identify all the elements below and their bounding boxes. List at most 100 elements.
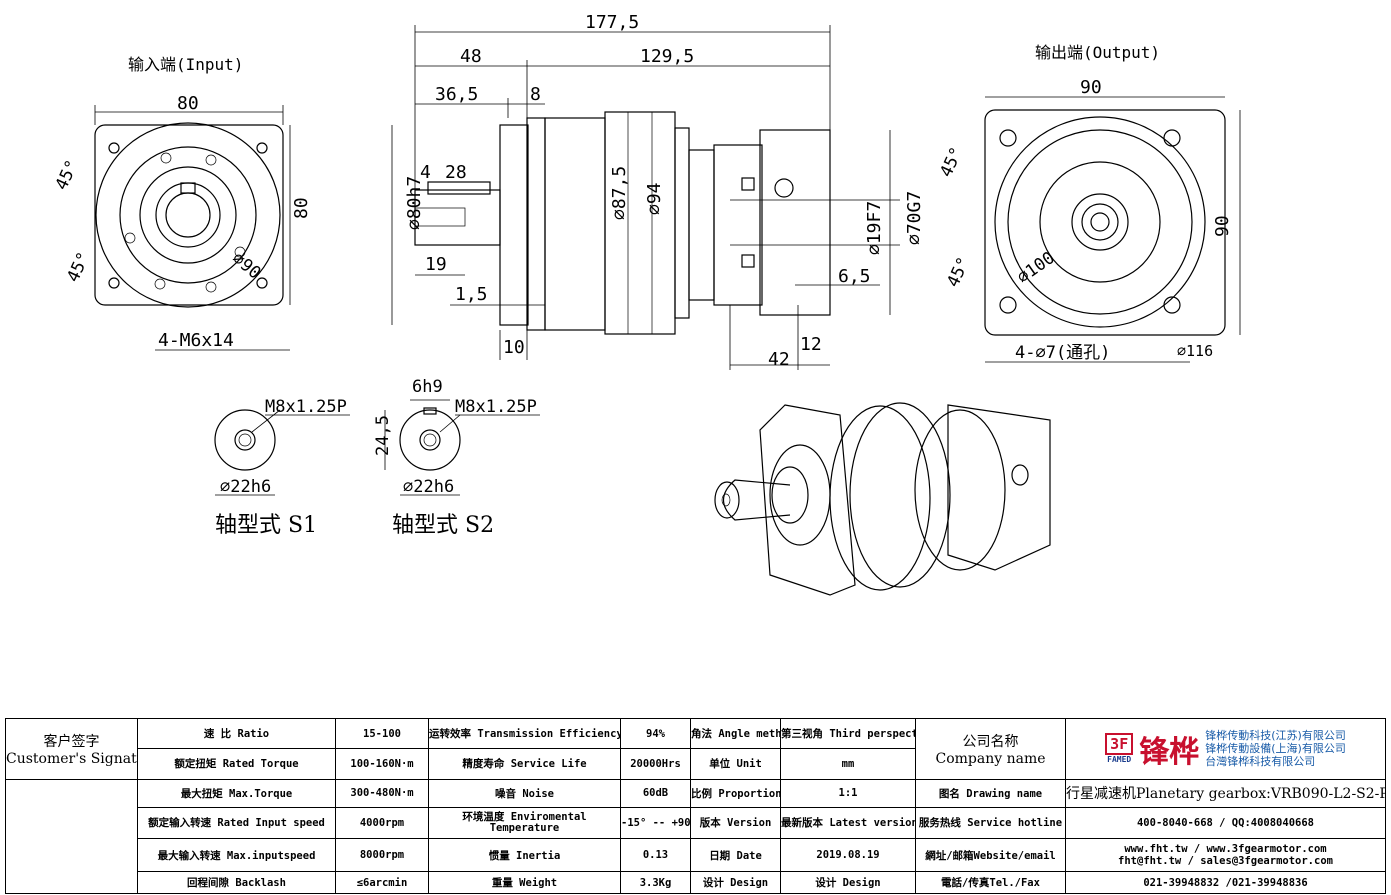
dim-42: 42: [768, 349, 790, 370]
website-link[interactable]: www.fht.tw / www.3fgearmotor.com: [1124, 843, 1327, 856]
spec-label: 回程间隙 Backlash: [137, 871, 336, 894]
dim-19f7: ⌀19F7: [864, 201, 885, 255]
meta-label: 日期 Date: [690, 837, 781, 873]
dim-12: 12: [800, 334, 822, 355]
dim-output-angle1: 45°: [936, 144, 967, 180]
dim-4: 4: [420, 162, 431, 183]
meta-label: 角法 Angle method: [690, 717, 781, 750]
s2-diameter: ⌀22h6: [403, 477, 454, 497]
meta-value: 2019.08.19: [780, 837, 916, 873]
dim-input-angle1: 45°: [52, 157, 83, 193]
spec-value: 8000rpm: [335, 837, 429, 873]
dim-19: 19: [425, 254, 447, 275]
output-end-view: 输出端(Output) 90 90 45° 45° ⌀100 4-⌀7(通孔) …: [936, 43, 1241, 363]
dim-output-angle2: 45°: [943, 254, 974, 290]
drawing-name: 行星减速机Planetary gearbox:VRB090-L2-S2-P1: [1065, 778, 1386, 808]
spec-value: ≤6arcmin: [335, 871, 429, 894]
dim-36-5: 36,5: [435, 84, 478, 105]
spec-value: 3.3Kg: [620, 871, 691, 894]
side-view: 177,5 48 129,5 36,5 8 4 28 19 1,5 10 ⌀80…: [391, 12, 925, 370]
spec-label: 额定输入转速 Rated Input speed: [137, 806, 336, 839]
info-label: 電話/传真Tel./Fax: [915, 871, 1066, 894]
meta-label: 单位 Unit: [690, 748, 781, 780]
spec-label: 额定扭矩 Rated Torque: [137, 748, 336, 780]
spec-value: 100-160N·m: [335, 748, 429, 780]
spec-label: 运转效率 Transmission Efficiency: [428, 717, 621, 750]
s2-height: 24,5: [373, 415, 393, 456]
meta-label: 版本 Version: [690, 806, 781, 839]
spec-value: -15° -- +90°: [620, 806, 691, 839]
tel-fax: 021-39948832 /021-39948836: [1065, 871, 1386, 894]
dim-1-5: 1,5: [455, 284, 488, 305]
s2-label: 轴型式 S2: [392, 513, 494, 538]
signature-area[interactable]: [5, 778, 138, 895]
dim-70g7: ⌀70G7: [904, 191, 925, 245]
dim-6-5: 6,5: [838, 266, 871, 287]
input-end-view: 输入端(Input) 80 80 45° 45° ⌀90 4-M6x14: [52, 55, 312, 351]
dim-output-diag: ⌀116: [1177, 342, 1213, 360]
meta-label: 设计 Design: [690, 871, 781, 894]
dim-output-holes: 4-⌀7(通孔): [1015, 343, 1110, 363]
s2-thread: M8x1.25P: [455, 397, 537, 417]
meta-value: 第三视角 Third perspective: [780, 717, 916, 750]
dim-10: 10: [503, 337, 525, 358]
s1-thread: M8x1.25P: [265, 397, 347, 417]
input-title: 输入端(Input): [128, 55, 243, 74]
dim-input-height: 80: [291, 197, 312, 219]
brand-name: 锋桦: [1139, 734, 1200, 770]
dim-8: 8: [530, 84, 541, 105]
s2-key: 6h9: [412, 377, 443, 397]
spec-label: 速 比 Ratio: [137, 717, 336, 750]
spec-label: 精度寿命 Service Life: [428, 748, 621, 780]
isometric-view: [714, 402, 1051, 596]
spec-value: 0.13: [620, 837, 691, 873]
dim-80h7: ⌀80h7: [404, 176, 425, 230]
info-label: 網址/邮箱Website/email: [915, 837, 1066, 873]
spec-label: 最大扭矩 Max.Torque: [137, 778, 336, 808]
dim-total-length: 177,5: [585, 12, 639, 33]
dim-input-width: 80: [177, 93, 199, 114]
dim-28: 28: [445, 162, 467, 183]
shaft-s1-detail: M8x1.25P ⌀22h6 轴型式 S1: [214, 397, 350, 538]
meta-value: 1:1: [780, 778, 916, 808]
spec-label: 环境温度 Enviromental Temperature: [428, 806, 621, 839]
spec-value: 300-480N·m: [335, 778, 429, 808]
info-label: 图名 Drawing name: [915, 778, 1066, 808]
dim-input-pcd: ⌀90: [228, 248, 264, 283]
service-hotline: 400-8040-668 / QQ:4008040668: [1065, 806, 1386, 839]
meta-value: mm: [780, 748, 916, 780]
dim-94: ⌀94: [644, 182, 665, 215]
email-link[interactable]: fht@fht.tw / sales@3fgearmotor.com: [1118, 855, 1333, 868]
spec-label: 惯量 Inertia: [428, 837, 621, 873]
technical-drawing: 输入端(Input) 80 80 45° 45° ⌀90 4-M6x14 177…: [52, 12, 1241, 596]
meta-label: 比例 Proportion: [690, 778, 781, 808]
info-label: 服务热线 Service hotline: [915, 806, 1066, 839]
dim-48: 48: [460, 46, 482, 67]
shaft-s2-detail: 6h9 M8x1.25P 24,5 ⌀22h6 轴型式 S2: [373, 377, 540, 538]
meta-value: 设计 Design: [780, 871, 916, 894]
spec-value: 60dB: [620, 778, 691, 808]
spec-label: 最大输入转速 Max.inputspeed: [137, 837, 336, 873]
spec-value: 15-100: [335, 717, 429, 750]
dim-input-angle2: 45°: [63, 249, 94, 285]
spec-value: 4000rpm: [335, 806, 429, 839]
spec-label: 噪音 Noise: [428, 778, 621, 808]
dim-87-5: ⌀87,5: [609, 166, 630, 220]
s1-label: 轴型式 S1: [215, 513, 317, 538]
spec-label: 重量 Weight: [428, 871, 621, 894]
output-title: 输出端(Output): [1035, 43, 1160, 62]
s1-diameter: ⌀22h6: [220, 477, 271, 497]
dim-output-width: 90: [1080, 77, 1102, 98]
spec-value: 94%: [620, 717, 691, 750]
dim-129-5: 129,5: [640, 46, 694, 67]
spec-value: 20000Hrs: [620, 748, 691, 780]
dim-output-height: 90: [1212, 215, 1233, 237]
dim-input-holes: 4-M6x14: [158, 330, 234, 351]
meta-value: 最新版本 Latest version: [780, 806, 916, 839]
